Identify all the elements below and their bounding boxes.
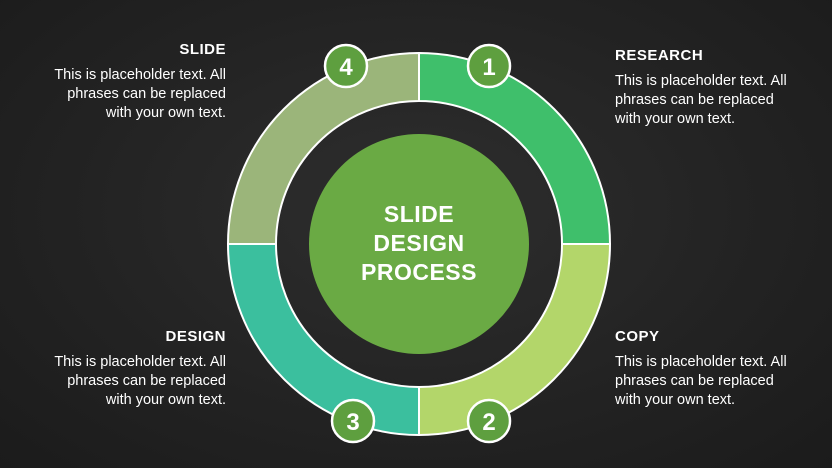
step-design-text: This is placeholder text. All phrases ca… (54, 354, 226, 408)
badge-4-number: 4 (339, 54, 353, 81)
step-design-title: DESIGN (165, 328, 226, 345)
center-title-line-1: SLIDE (384, 201, 454, 227)
process-ring (226, 51, 612, 437)
step-slide-title: SLIDE (179, 41, 226, 58)
step-slide-text: This is placeholder text. All phrases ca… (54, 67, 226, 121)
step-research-text: This is placeholder text. All phrases ca… (615, 73, 787, 127)
center-title-line-2: DESIGN (373, 230, 464, 256)
badge-2-circle (466, 398, 512, 444)
center-circle (309, 134, 529, 354)
badge-3: 3 (330, 398, 376, 444)
step-copy-title: COPY (615, 328, 660, 345)
center-title-line-3: PROCESS (361, 259, 477, 285)
badge-1: 1 (466, 43, 512, 89)
badge-3-circle (330, 398, 376, 444)
step-design-block: DESIGN This is placeholder text. All phr… (54, 328, 226, 410)
badge-4-circle (323, 43, 369, 89)
segment-slide (226, 51, 420, 245)
badge-3-number: 3 (346, 409, 359, 436)
badge-1-number: 1 (482, 54, 495, 81)
step-slide-block: SLIDE This is placeholder text. All phra… (54, 41, 226, 123)
badge-4: 4 (323, 43, 369, 89)
step-copy-block: COPY This is placeholder text. All phras… (615, 328, 787, 410)
badge-2-number: 2 (482, 409, 495, 436)
badge-2: 2 (466, 398, 512, 444)
step-copy-text: This is placeholder text. All phrases ca… (615, 354, 787, 408)
step-research-block: RESEARCH This is placeholder text. All p… (615, 47, 787, 129)
step-research-title: RESEARCH (615, 47, 704, 64)
badge-1-circle (466, 43, 512, 89)
